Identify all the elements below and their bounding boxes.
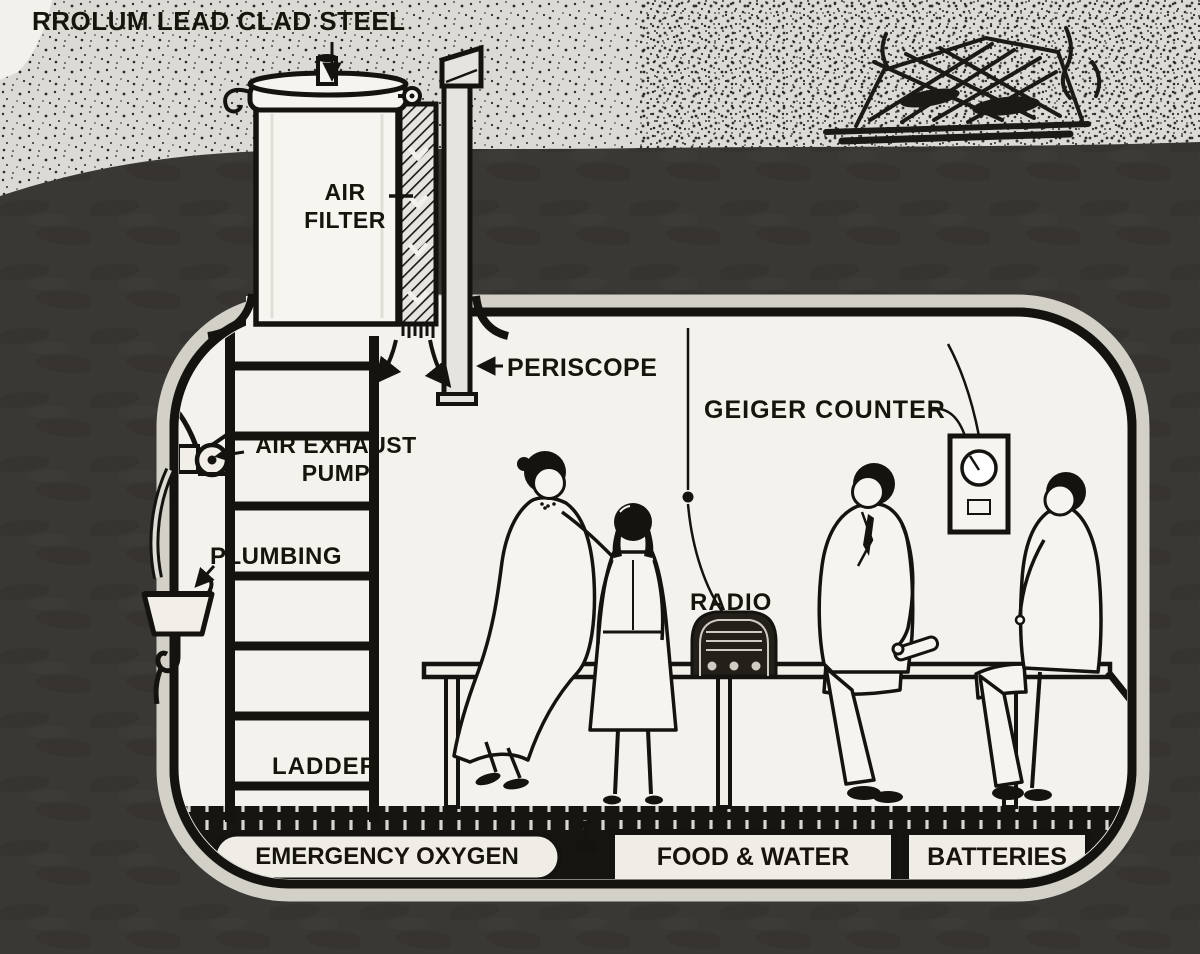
label-batteries: BATTERIES — [927, 842, 1067, 871]
label-plumbing: PLUMBING — [210, 543, 342, 570]
filter-duct — [397, 101, 439, 338]
radio-set — [690, 610, 778, 678]
airflow-arrows — [374, 339, 452, 389]
label-lead-clad-steel: RROLUM LEAD CLAD STEEL — [32, 6, 406, 36]
curl-pipe — [223, 87, 251, 114]
label-geiger-counter: GEIGER COUNTER — [704, 396, 946, 424]
label-food-water: FOOD & WATER — [656, 842, 850, 871]
label-air-exhaust-pump: AIR EXHAUST PUMP — [255, 432, 417, 487]
burning-house-drawing — [823, 26, 1102, 145]
seated-man-right-figure — [974, 472, 1103, 801]
periscope-tube — [436, 44, 484, 406]
label-periscope: PERISCOPE — [507, 354, 658, 382]
air-exhaust-pump — [179, 410, 234, 478]
leader-lines — [194, 42, 967, 588]
label-radio: RADIO — [690, 589, 773, 616]
food-water-locker — [609, 829, 897, 879]
label-air-filter: AIR FILTER — [304, 179, 386, 234]
antenna-wire — [682, 328, 726, 615]
photo-corner-artifact — [0, 0, 52, 80]
standing-girl-figure — [588, 503, 678, 805]
geiger-counter-device — [946, 343, 1011, 535]
seated-woman-figure — [452, 451, 614, 790]
air-filter-assembly — [207, 44, 510, 406]
seated-man-figure — [817, 463, 940, 803]
shelter-interior — [179, 328, 1127, 879]
label-emergency-oxygen: EMERGENCY OXYGEN — [255, 843, 519, 870]
label-ladder: LADDER — [272, 753, 378, 780]
ladder — [225, 330, 379, 822]
valve — [576, 820, 596, 852]
filter-cylinder — [223, 54, 422, 327]
floor-grating — [186, 806, 1122, 830]
